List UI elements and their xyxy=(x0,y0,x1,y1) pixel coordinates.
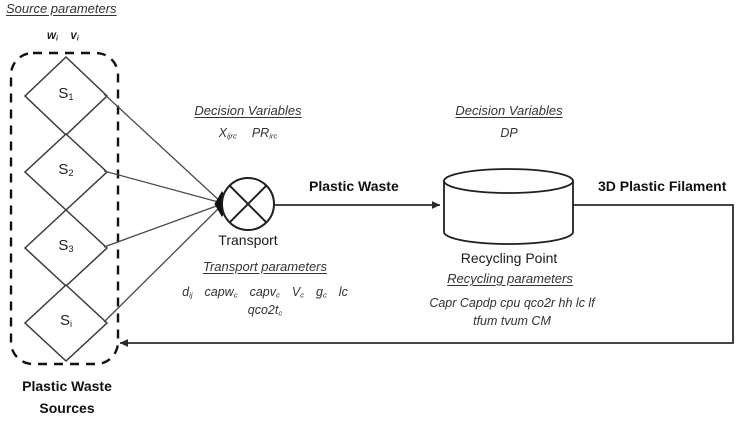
param-d: dij xyxy=(182,285,193,300)
weight-subscript: i xyxy=(55,34,58,43)
decision-var-pr-symbol: PR xyxy=(251,126,270,140)
source-node-4-symbol: S xyxy=(59,312,70,329)
transport-parameters-header: Transport parameters xyxy=(202,259,328,274)
decision-var-x-symbol: X xyxy=(218,126,227,140)
source-node-2-symbol: S xyxy=(58,161,69,178)
transport-decision-variables: Xijrc PRirc xyxy=(178,126,318,142)
decision-var-x-subscript: ijrc xyxy=(226,131,237,141)
volume-subscript: i xyxy=(76,34,79,43)
source-node-1-symbol: S xyxy=(58,85,69,102)
source-node-3-symbol: S xyxy=(58,237,69,254)
flow-label-plastic-waste: Plastic Waste xyxy=(309,178,399,194)
source-node-2-label: S2 xyxy=(44,161,88,179)
transport-decision-variables-header: Decision Variables xyxy=(194,103,302,118)
sources-caption-line1: Plastic Waste xyxy=(22,378,112,394)
transport-node-label: Transport xyxy=(218,232,278,248)
source-node-3-label: S3 xyxy=(44,237,88,255)
recycling-parameters-line2: tfum tvum CM xyxy=(473,314,551,328)
volume-symbol: v xyxy=(70,30,77,42)
link-source2-transport xyxy=(103,170,223,204)
source-node-2-subscript: 2 xyxy=(68,168,74,179)
source-node-3-subscript: 3 xyxy=(68,244,74,255)
source-parameters-symbols: wi vi xyxy=(47,30,79,43)
transport-cross-line-1 xyxy=(228,184,268,224)
recycling-parameters-header: Recycling parameters xyxy=(447,271,573,286)
param-capv: capvc xyxy=(249,285,280,300)
source-node-4-label: Si xyxy=(44,312,88,330)
transport-parameters-line1: dij capwc capvc Vc gc lc xyxy=(170,285,360,301)
param-g: gc xyxy=(316,285,327,300)
param-qco2t: qco2tc xyxy=(247,303,283,318)
param-lc: lc xyxy=(338,285,348,299)
source-parameters-header: Source parameters xyxy=(6,1,117,16)
param-V: Vc xyxy=(291,285,305,300)
param-capw: capwc xyxy=(204,285,238,300)
recycling-decision-variable: DP xyxy=(500,126,518,140)
weight-symbol: w xyxy=(47,30,56,42)
source-node-1-label: S1 xyxy=(44,85,88,103)
decision-var-pr-subscript: irc xyxy=(269,131,278,141)
transport-node-shape xyxy=(221,177,275,231)
recycling-point-label: Recycling Point xyxy=(460,250,558,266)
recycling-decision-variables-header: Decision Variables xyxy=(455,103,563,118)
source-node-4-subscript: i xyxy=(69,319,73,330)
transport-parameters-line2: qco2tc xyxy=(170,303,360,319)
transport-cross-line-2 xyxy=(228,184,268,224)
recycling-point-shape xyxy=(443,168,574,245)
flow-label-3d-plastic-filament: 3D Plastic Filament xyxy=(598,178,727,194)
source-node-1-subscript: 1 xyxy=(68,92,74,103)
sources-caption-line2: Sources xyxy=(39,400,95,416)
transport-hub-node xyxy=(214,191,230,217)
recycling-parameters-line1: Capr Capdp cpu qco2r hh lc lf xyxy=(429,296,595,310)
